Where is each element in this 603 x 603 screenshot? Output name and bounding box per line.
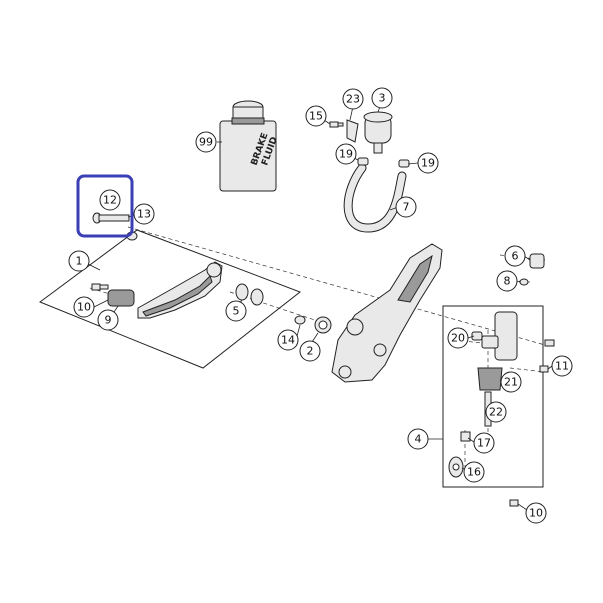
svg-text:6: 6 [512, 250, 519, 263]
svg-text:10: 10 [529, 507, 543, 520]
callout-2: 2 [299, 340, 321, 362]
pedal-bushings [235, 283, 264, 306]
svg-text:8: 8 [504, 275, 511, 288]
callout-15: 15 [305, 105, 327, 127]
push-rod-nut [460, 431, 471, 442]
callout-8: 8 [496, 270, 518, 292]
pedal-tip-bolt [91, 283, 109, 291]
master-cylinder-body [481, 311, 518, 361]
svg-text:2: 2 [307, 345, 314, 358]
cylinder-screw-10 [509, 499, 519, 507]
svg-text:11: 11 [555, 360, 569, 373]
pedal-spring [107, 289, 135, 307]
callout-13: 13 [133, 203, 155, 225]
spring-washer [294, 315, 306, 325]
callout-22: 22 [485, 401, 507, 423]
svg-text:5: 5 [233, 305, 240, 318]
svg-text:22: 22 [489, 406, 503, 419]
svg-text:14: 14 [281, 334, 295, 347]
callout-3: 3 [371, 87, 393, 109]
svg-text:1: 1 [76, 255, 83, 268]
callout-9: 9 [97, 309, 119, 331]
callout-16: 16 [463, 461, 485, 483]
reservoir-screw [329, 121, 344, 128]
clevis-fork [448, 456, 464, 478]
callout-21: 21 [500, 371, 522, 393]
svg-text:16: 16 [467, 466, 481, 479]
svg-text:19: 19 [339, 148, 353, 161]
brake-fluid-reservoir [363, 111, 393, 154]
svg-text:12: 12 [103, 194, 117, 207]
hose-clamps [357, 157, 410, 168]
svg-text:99: 99 [199, 136, 213, 149]
highlight-box [76, 174, 134, 238]
callout-6: 6 [504, 245, 526, 267]
callout-12-highlighted[interactable]: 12 [76, 174, 134, 238]
brake-pedal-lever [137, 261, 223, 319]
brake-hose [343, 163, 407, 233]
svg-text:7: 7 [403, 201, 410, 214]
brake-fluid-bottle: BRAKE FLUID [219, 100, 280, 192]
svg-text:13: 13 [137, 208, 151, 221]
callout-7: 7 [395, 196, 417, 218]
callout-10-pedal: 10 [73, 296, 95, 318]
callout-20: 20 [447, 327, 469, 349]
master-cylinder-assembly-frame [442, 305, 544, 488]
fixing-bolt [544, 339, 555, 347]
svg-text:20: 20 [451, 332, 465, 345]
svg-text:10: 10 [77, 301, 91, 314]
callout-99: 99 [195, 131, 217, 153]
callout-4: 4 [407, 428, 429, 450]
rubber-boot [477, 367, 503, 391]
callout-10-cylinder: 10 [525, 502, 547, 524]
banjo-fitting [471, 331, 483, 341]
callout-17: 17 [473, 432, 495, 454]
callout-11: 11 [551, 355, 573, 377]
callout-1: 1 [68, 250, 90, 272]
o-ring [519, 278, 529, 286]
cylinder-screw-11 [539, 365, 549, 373]
callout-19-left: 19 [335, 143, 357, 165]
callout-23: 23 [342, 88, 364, 110]
reservoir-bracket [346, 119, 359, 143]
svg-text:15: 15 [309, 110, 323, 123]
svg-text:23: 23 [346, 93, 360, 106]
svg-text:17: 17 [477, 437, 491, 450]
pedal-assembly-frame [38, 229, 302, 369]
svg-text:21: 21 [504, 376, 518, 389]
svg-text:9: 9 [105, 314, 112, 327]
svg-text:3: 3 [379, 92, 386, 105]
callout-14: 14 [277, 329, 299, 351]
return-spring [314, 316, 332, 334]
callout-19-right: 19 [417, 152, 439, 174]
callout-5: 5 [225, 300, 247, 322]
reservoir-connector [529, 253, 545, 269]
pivot-bolt [92, 212, 130, 224]
svg-text:19: 19 [421, 157, 435, 170]
footrest-bracket [331, 243, 443, 383]
svg-text:4: 4 [415, 433, 422, 446]
